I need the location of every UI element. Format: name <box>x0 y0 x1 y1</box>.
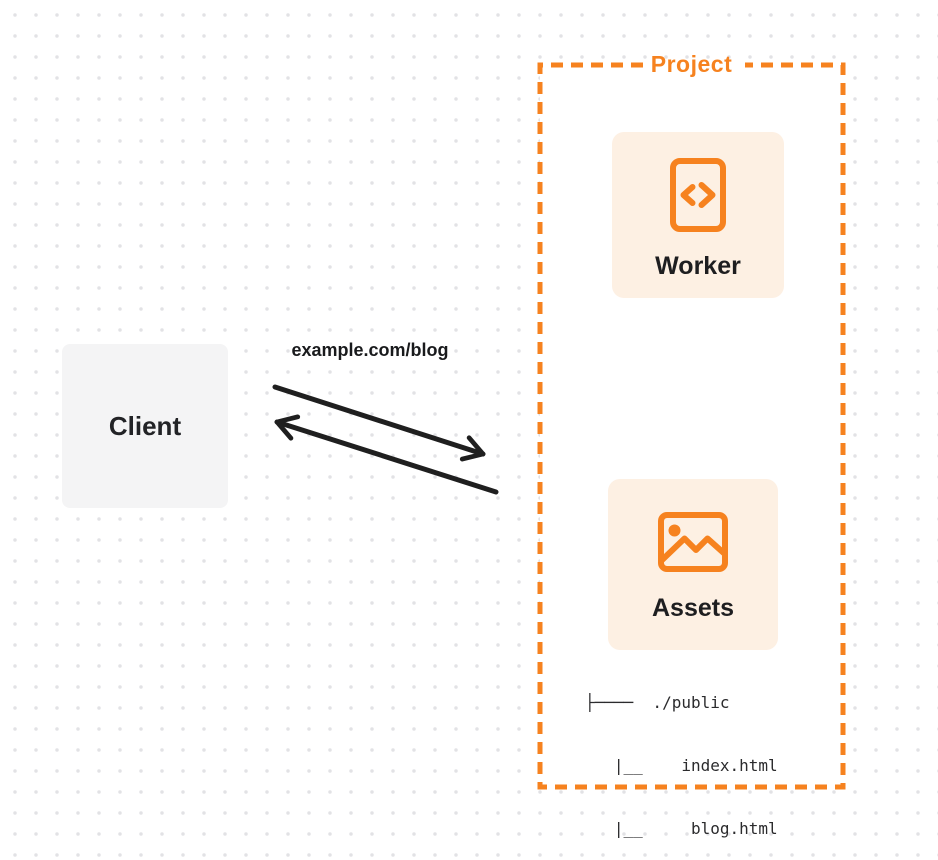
code-file-icon <box>670 158 726 232</box>
tree-line-root: ├──── ./public <box>585 693 730 712</box>
request-url-label: example.com/blog <box>291 340 449 360</box>
worker-label: Worker <box>655 252 741 280</box>
client-box: Client <box>62 344 228 508</box>
request-arrow <box>272 384 486 462</box>
assets-card: Assets <box>608 479 778 650</box>
worker-card: Worker <box>612 132 784 298</box>
tree-line-index: |__ index.html <box>585 756 778 775</box>
file-tree: ├──── ./public |__ index.html |__ blog.h… <box>585 650 778 860</box>
tree-line-blog: |__ blog.html <box>585 819 778 838</box>
response-arrow <box>274 414 499 495</box>
project-box-label: Project <box>650 51 733 77</box>
assets-label: Assets <box>652 594 734 622</box>
client-label: Client <box>108 410 182 441</box>
image-icon <box>658 512 728 572</box>
